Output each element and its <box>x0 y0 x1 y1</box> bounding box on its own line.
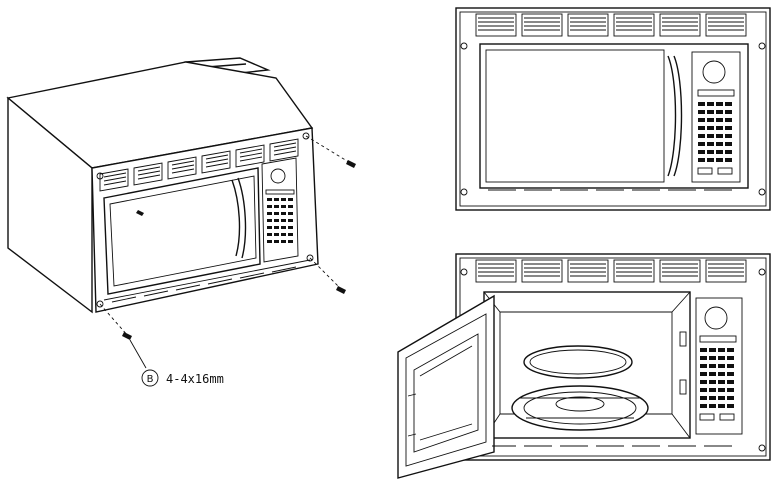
keypad-icon <box>697 89 735 175</box>
turntable-icon <box>511 345 649 431</box>
oven-installed-door-open <box>397 253 771 479</box>
screw-icon <box>99 303 132 340</box>
top-vent-grille <box>475 13 747 37</box>
screw-icon <box>136 210 144 216</box>
screw-spec-callout: B 4-4x16mm <box>141 369 224 387</box>
callout-letter: B <box>147 374 154 385</box>
oven-installed-door-closed <box>455 7 771 211</box>
oven-in-trim-kit-exploded <box>6 57 356 369</box>
screw-icon <box>309 257 346 294</box>
door-handle-icon <box>667 55 683 177</box>
keypad-icon <box>699 335 737 421</box>
door-handle-icon <box>231 177 247 259</box>
callout-spec: 4-4x16mm <box>166 372 224 386</box>
keypad-icon <box>265 189 295 243</box>
top-vent-grille <box>475 259 747 283</box>
top-vent-grille <box>99 138 299 192</box>
screw-icon <box>305 135 356 168</box>
